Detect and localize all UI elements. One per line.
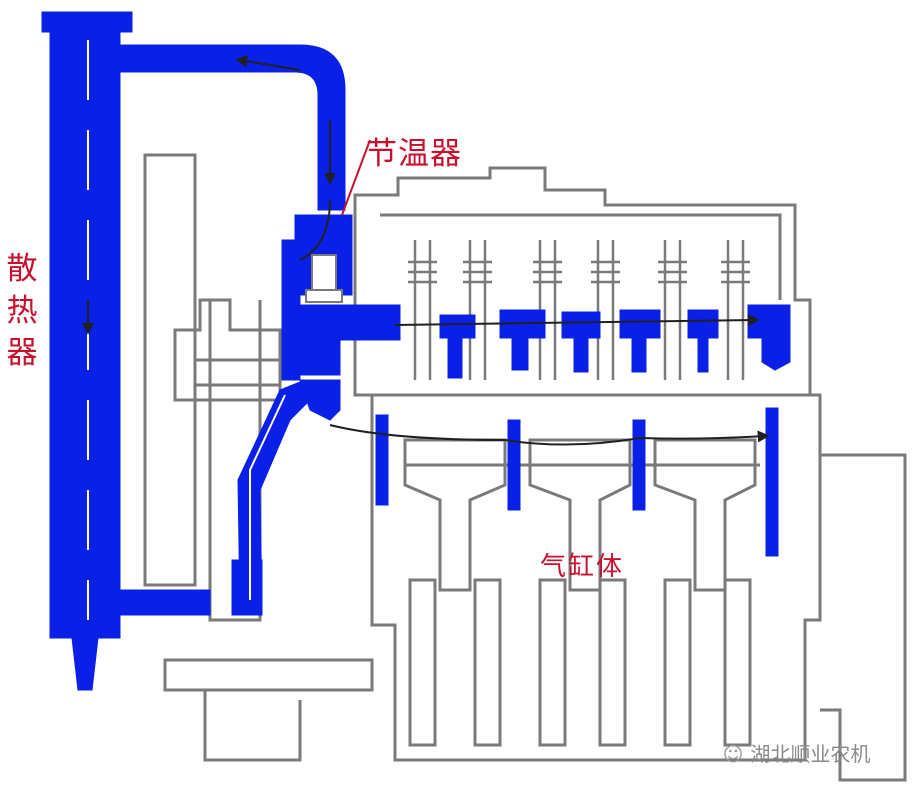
fan-blade (143, 153, 197, 587)
valves (408, 240, 750, 380)
head-water-jacket (289, 304, 401, 376)
radiator-label: 散热器 (6, 251, 38, 371)
watermark-text: 湖北顺业农机 (750, 742, 871, 766)
lower-hose (117, 589, 211, 616)
cylinder-block-label: 气缸体 (540, 552, 625, 582)
thermostat-label: 节温器 (366, 136, 462, 172)
piston-3 (653, 438, 757, 592)
pump-outlet (299, 379, 341, 421)
crankshaft-front (163, 658, 374, 692)
flow-lines (82, 55, 770, 446)
watermark: ☺ 湖北顺业农机 (722, 738, 871, 767)
engine-outline (143, 153, 907, 782)
upper-hose (117, 44, 346, 211)
radiator-core (49, 17, 121, 639)
fan-hub (193, 358, 282, 387)
radiator-drain (71, 637, 99, 691)
flywheel-housing (820, 453, 907, 782)
piston-1 (403, 438, 507, 592)
cylinder-head (353, 166, 812, 397)
wechat-icon: ☺ (722, 742, 744, 766)
thermostat-valve (305, 254, 343, 303)
cylinder-block-outline (370, 393, 822, 762)
coolant-passages (41, 11, 791, 691)
radiator-top-tank (41, 11, 133, 33)
